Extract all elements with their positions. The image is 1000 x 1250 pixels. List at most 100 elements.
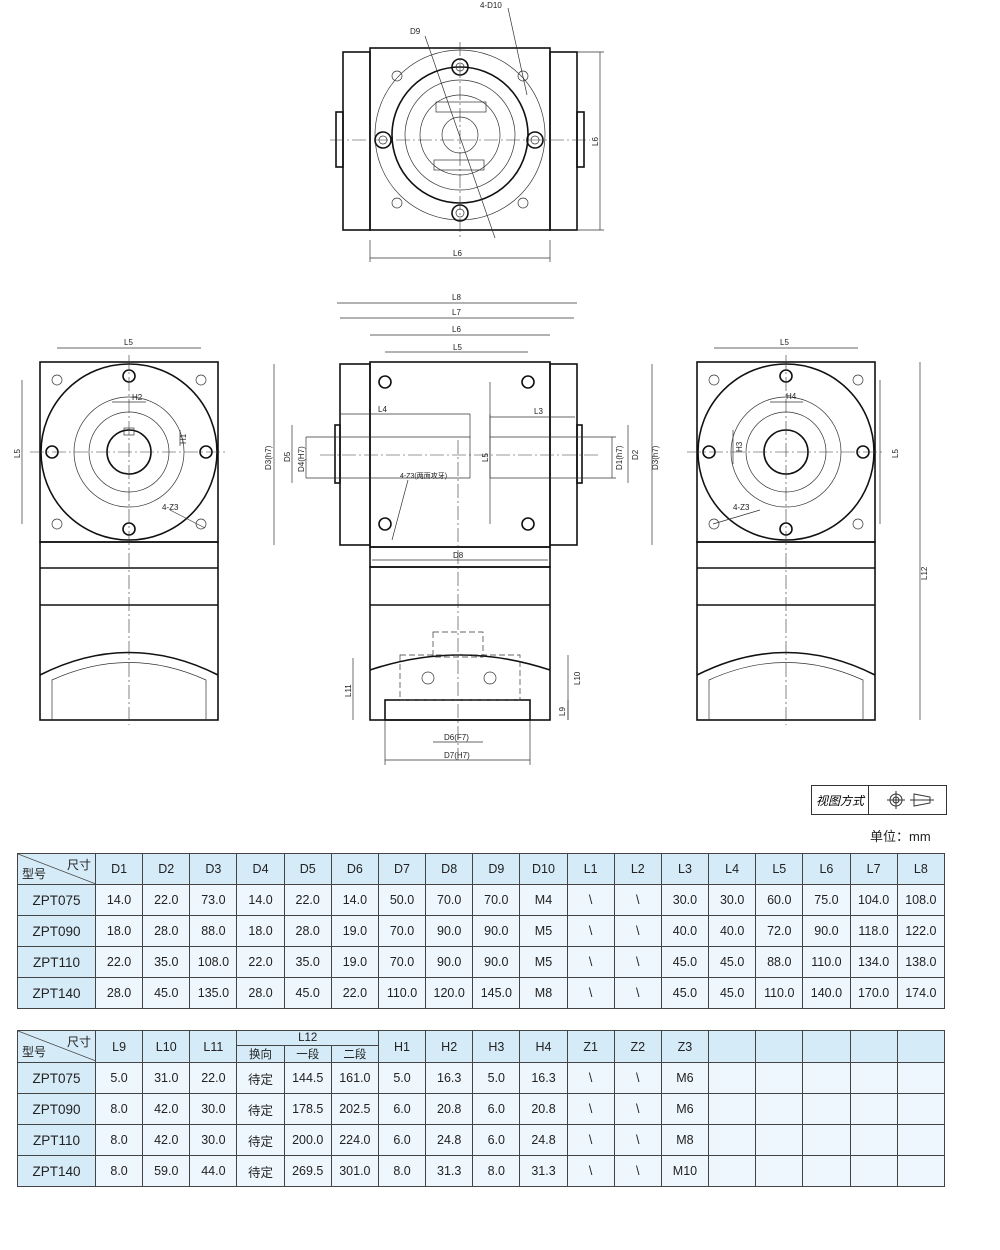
value-cell: 70.0 (377, 946, 427, 978)
column-header-l12: L12 (236, 1030, 379, 1046)
corner-header: 尺寸型号 (17, 1030, 96, 1063)
model-cell: ZPT075 (17, 1062, 96, 1094)
view-method-box: 视图方式 (811, 785, 947, 815)
empty-cell (708, 1062, 757, 1094)
value-cell: 138.0 (896, 946, 946, 978)
column-header: L10 (142, 1030, 191, 1063)
value-cell: 28.0 (283, 915, 332, 947)
value-cell: 45.0 (708, 977, 757, 1009)
value-cell: 108.0 (896, 884, 946, 916)
value-cell: \ (566, 915, 615, 947)
column-header: L6 (802, 853, 851, 885)
value-cell: 135.0 (189, 977, 238, 1009)
column-header: Z3 (660, 1030, 710, 1063)
value-cell: 18.0 (94, 915, 144, 947)
value-cell: 19.0 (330, 946, 379, 978)
value-cell: M5 (519, 946, 568, 978)
label-d8: D8 (453, 551, 464, 560)
column-header: D5 (283, 853, 332, 885)
label-l5-vertical: L5 (13, 449, 22, 458)
value-cell: M4 (519, 884, 568, 916)
model-cell: ZPT075 (17, 884, 96, 916)
value-cell: 118.0 (849, 915, 898, 947)
value-cell: 28.0 (142, 915, 191, 947)
value-cell: 42.0 (142, 1093, 191, 1125)
value-cell: M10 (660, 1155, 710, 1187)
value-cell: 161.0 (330, 1062, 379, 1094)
value-cell: 14.0 (94, 884, 144, 916)
value-cell: 22.0 (283, 884, 332, 916)
column-header: D7 (377, 853, 427, 885)
value-cell: 45.0 (660, 977, 710, 1009)
value-cell: 8.0 (377, 1155, 427, 1187)
label-h1: H1 (179, 433, 188, 444)
value-cell: 14.0 (330, 884, 379, 916)
empty-cell (755, 1124, 804, 1156)
value-cell: 8.0 (94, 1093, 144, 1125)
empty-cell (802, 1124, 851, 1156)
column-header: D6 (330, 853, 379, 885)
value-cell: 24.8 (519, 1124, 568, 1156)
label-d9: D9 (410, 27, 421, 36)
label-d5: D5 (283, 451, 292, 462)
label-l12: L12 (920, 566, 929, 580)
value-cell: 6.0 (472, 1124, 521, 1156)
label-l10: L10 (573, 671, 582, 685)
column-header: D9 (472, 853, 521, 885)
label-d2: D2 (631, 449, 640, 460)
value-cell: 22.0 (236, 946, 285, 978)
value-cell: 22.0 (94, 946, 144, 978)
column-header: L7 (849, 853, 898, 885)
empty-cell (708, 1155, 757, 1187)
column-header: D8 (425, 853, 474, 885)
value-cell: 202.5 (330, 1093, 379, 1125)
value-cell: 104.0 (849, 884, 898, 916)
left-view: L5 L5 H2 H1 4-Z3 (13, 338, 228, 725)
value-cell: 40.0 (708, 915, 757, 947)
label-l11: L11 (344, 684, 353, 697)
column-header: D2 (142, 853, 191, 885)
dimension-header: 尺寸 (66, 1035, 91, 1049)
value-cell: 90.0 (425, 946, 474, 978)
value-cell: \ (566, 1155, 615, 1187)
value-cell: 59.0 (142, 1155, 191, 1187)
column-header: Z2 (613, 1030, 662, 1063)
model-cell: ZPT110 (17, 946, 96, 978)
value-cell: 75.0 (802, 884, 851, 916)
value-cell: 170.0 (849, 977, 898, 1009)
label-l5: L5 (780, 338, 789, 347)
value-cell: 8.0 (94, 1155, 144, 1187)
value-cell: 30.0 (708, 884, 757, 916)
empty-cell (849, 1062, 898, 1094)
label-l8: L8 (452, 293, 461, 302)
value-cell: 待定 (236, 1124, 285, 1156)
value-cell: 30.0 (660, 884, 710, 916)
value-cell: 30.0 (189, 1124, 238, 1156)
value-cell: 72.0 (755, 915, 804, 947)
empty-cell (896, 1093, 946, 1125)
label-l3: L3 (534, 407, 543, 416)
value-cell: 40.0 (660, 915, 710, 947)
right-view: L5 L5 H4 H3 4-Z3 L12 (687, 338, 929, 725)
empty-header-cell (755, 1030, 804, 1063)
value-cell: 16.3 (425, 1062, 474, 1094)
empty-cell (896, 1062, 946, 1094)
value-cell: 待定 (236, 1062, 285, 1094)
label-l6: L6 (453, 249, 462, 258)
value-cell: 45.0 (660, 946, 710, 978)
label-z3: 4-Z3 (733, 503, 750, 512)
column-header: H2 (425, 1030, 474, 1063)
model-header: 型号 (22, 1045, 47, 1059)
value-cell: 110.0 (755, 977, 804, 1009)
value-cell: 178.5 (283, 1093, 332, 1125)
model-cell: ZPT090 (17, 915, 96, 947)
column-header: L1 (566, 853, 615, 885)
value-cell: 200.0 (283, 1124, 332, 1156)
front-view: L8 L7 L6 L5 L4 L3 L5 D3(h7) D5 D4(H7) D1… (264, 293, 660, 765)
value-cell: 5.0 (377, 1062, 427, 1094)
value-cell: \ (566, 1093, 615, 1125)
